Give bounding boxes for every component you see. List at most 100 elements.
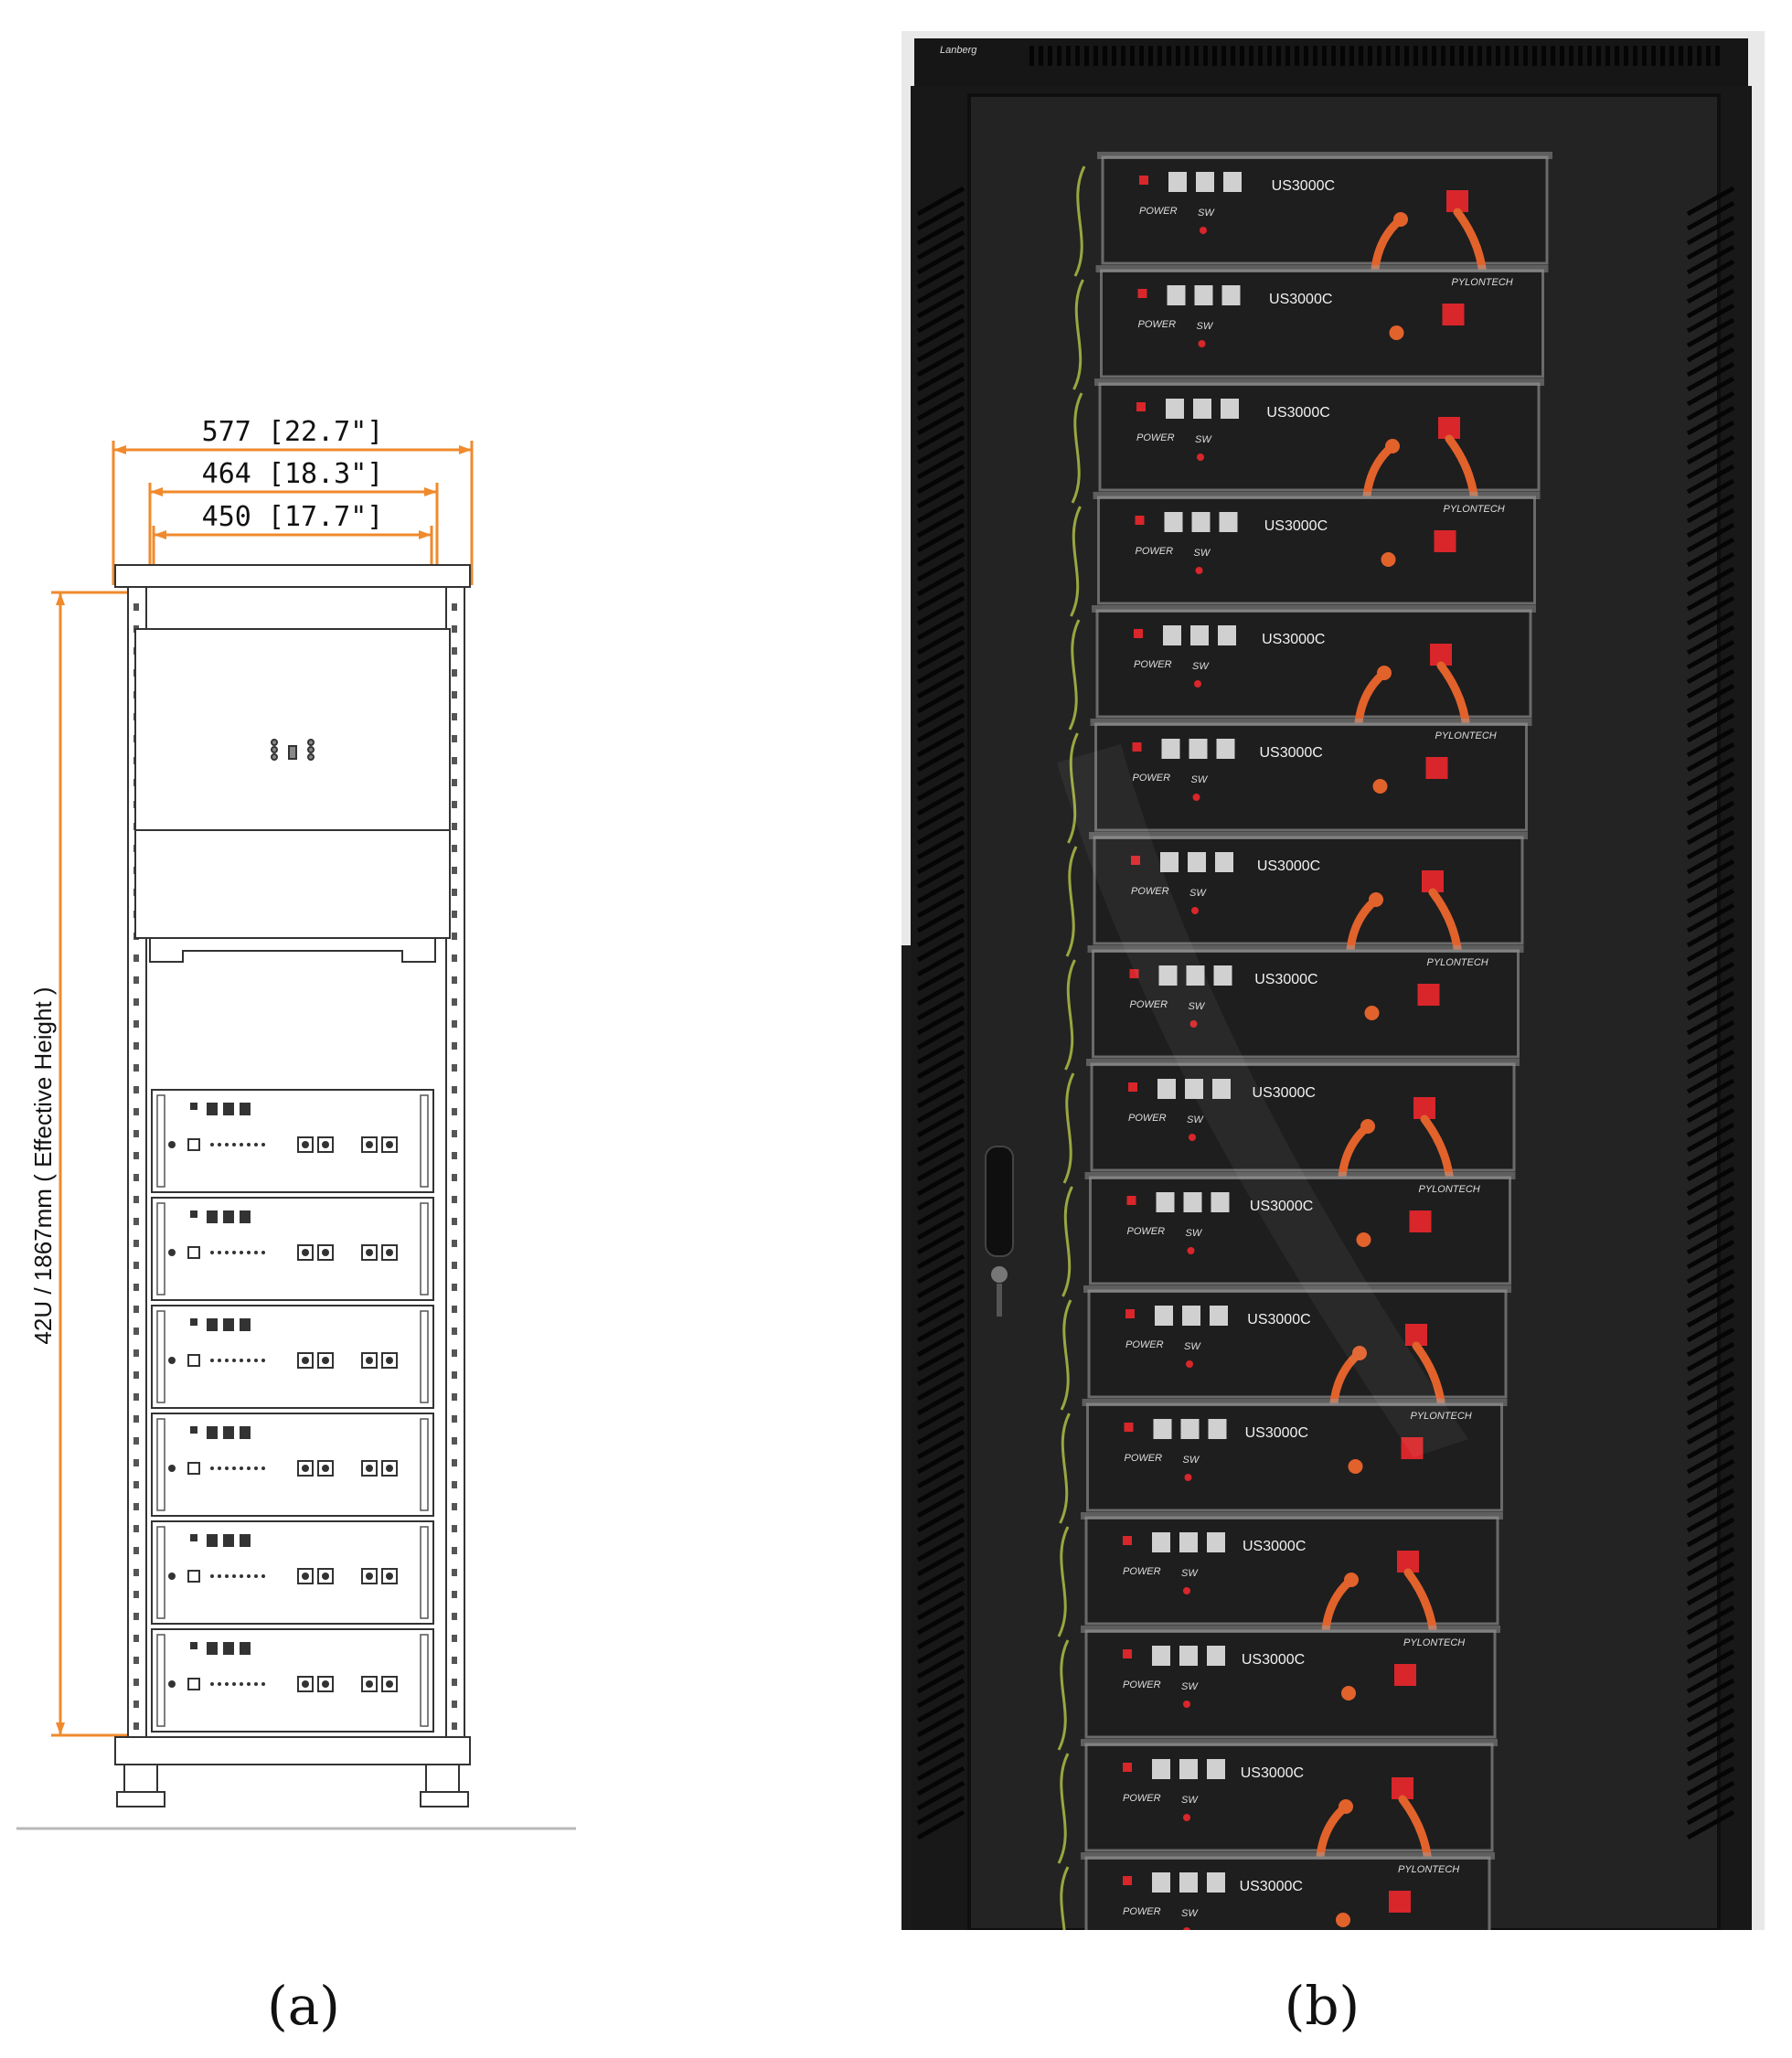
power-label: POWER: [1125, 1339, 1164, 1350]
module-model-label: US3000C: [1245, 1425, 1308, 1441]
vent-slot: [916, 551, 965, 582]
vent-slot: [916, 1341, 965, 1372]
rail-hole: [133, 1306, 139, 1313]
vent-slot: [1686, 1414, 1735, 1445]
vent-slot: [1686, 244, 1735, 275]
vent-slot: [1686, 1063, 1735, 1094]
rack-drawing-panel: 577 [22.7"] 464 [18.3"] 450 [17.7"] 42U …: [0, 0, 603, 1920]
module-model-label: US3000C: [1240, 1879, 1303, 1894]
vent-slot: [1686, 1005, 1735, 1036]
vent-slot: [916, 990, 965, 1021]
rail-hole: [133, 976, 139, 984]
vent-slot: [1157, 46, 1162, 66]
vent-slot: [1686, 1795, 1735, 1826]
module-model-label: US3000C: [1272, 178, 1335, 194]
vent-slot: [1686, 1180, 1735, 1211]
rail-hole: [452, 998, 457, 1006]
vent-slot: [1541, 46, 1546, 66]
vent-slot: [916, 698, 965, 729]
module-model-label: US3000C: [1259, 745, 1322, 761]
vent-slot: [916, 1414, 965, 1445]
rail-hole: [452, 1262, 457, 1269]
vent-slot: [916, 1093, 965, 1124]
ground-cable: [1062, 1072, 1075, 1184]
vent-slot: [1686, 1809, 1735, 1840]
vent-slot: [1413, 46, 1418, 66]
rail-hole: [133, 1613, 139, 1620]
vent-slot: [1514, 46, 1519, 66]
vent-slot: [1715, 46, 1720, 66]
vent-slot: [916, 815, 965, 846]
vent-slot: [916, 902, 965, 933]
vent-slot: [1686, 888, 1735, 919]
vent-slot: [916, 1444, 965, 1475]
rail-hole: [452, 1547, 457, 1554]
vent-slot: [916, 888, 965, 919]
vent-slot: [916, 1034, 965, 1065]
vent-slot: [1487, 46, 1491, 66]
vent-slot: [916, 1195, 965, 1226]
vent-slot: [1686, 683, 1735, 714]
vent-slot: [916, 829, 965, 860]
rail-hole: [133, 1371, 139, 1379]
vent-slot: [1532, 46, 1537, 66]
vent-slot: [916, 1166, 965, 1197]
vent-slot: [1686, 449, 1735, 480]
vent-slot: [916, 1297, 965, 1328]
vent-slot: [1075, 46, 1080, 66]
vent-slot: [916, 1707, 965, 1738]
rail-hole: [452, 669, 457, 677]
door-handle[interactable]: [985, 1146, 1014, 1317]
vent-slot: [916, 347, 965, 378]
vent-slot: [916, 1736, 965, 1767]
rail-hole: [452, 1284, 457, 1291]
vent-slot: [1660, 46, 1665, 66]
power-label: POWER: [1128, 1113, 1167, 1124]
vent-slot: [1130, 46, 1135, 66]
vent-slot: [916, 464, 965, 495]
module-brand-label: PYLONTECH: [1419, 1184, 1480, 1195]
vent-slot: [916, 683, 965, 714]
vent-slot: [1686, 771, 1735, 802]
vent-slot: [1331, 46, 1336, 66]
vent-slot: [1686, 1736, 1735, 1767]
vent-slot: [916, 1634, 965, 1665]
vent-slot: [916, 1327, 965, 1358]
rail-hole: [452, 779, 457, 786]
vent-slot: [1686, 932, 1735, 963]
caption-b-text: (b): [1284, 1975, 1360, 2037]
rack-frame: [114, 564, 471, 1807]
rail-hole: [133, 1437, 139, 1445]
vent-slot: [916, 434, 965, 465]
ground-cable: [1059, 1413, 1071, 1524]
module-model-label: US3000C: [1247, 1312, 1310, 1328]
vent-slot: [1686, 1370, 1735, 1402]
rail-hole: [452, 1371, 457, 1379]
rail-hole: [452, 1437, 457, 1445]
vent-slot: [1249, 46, 1253, 66]
vent-slot: [1686, 1151, 1735, 1182]
rail-hole: [452, 911, 457, 918]
vent-slot: [1686, 347, 1735, 378]
vent-slot: [1686, 668, 1735, 699]
vent-slot: [1057, 46, 1061, 66]
battery-module-drawing: [151, 1520, 434, 1625]
vent-slot: [1240, 46, 1244, 66]
vent-slot: [1404, 46, 1409, 66]
vent-slot: [916, 390, 965, 421]
side-vents: [916, 186, 1735, 1840]
rail-hole: [452, 933, 457, 940]
vent-slot: [1686, 1546, 1735, 1577]
vent-slot: [1686, 361, 1735, 392]
vent-slot: [1322, 46, 1327, 66]
vent-slot: [1686, 1166, 1735, 1197]
vent-slot: [1686, 317, 1735, 348]
rail-hole: [452, 1481, 457, 1488]
ground-cable: [1073, 165, 1086, 277]
vent-slot: [1686, 873, 1735, 904]
vent-slot: [1686, 727, 1735, 758]
